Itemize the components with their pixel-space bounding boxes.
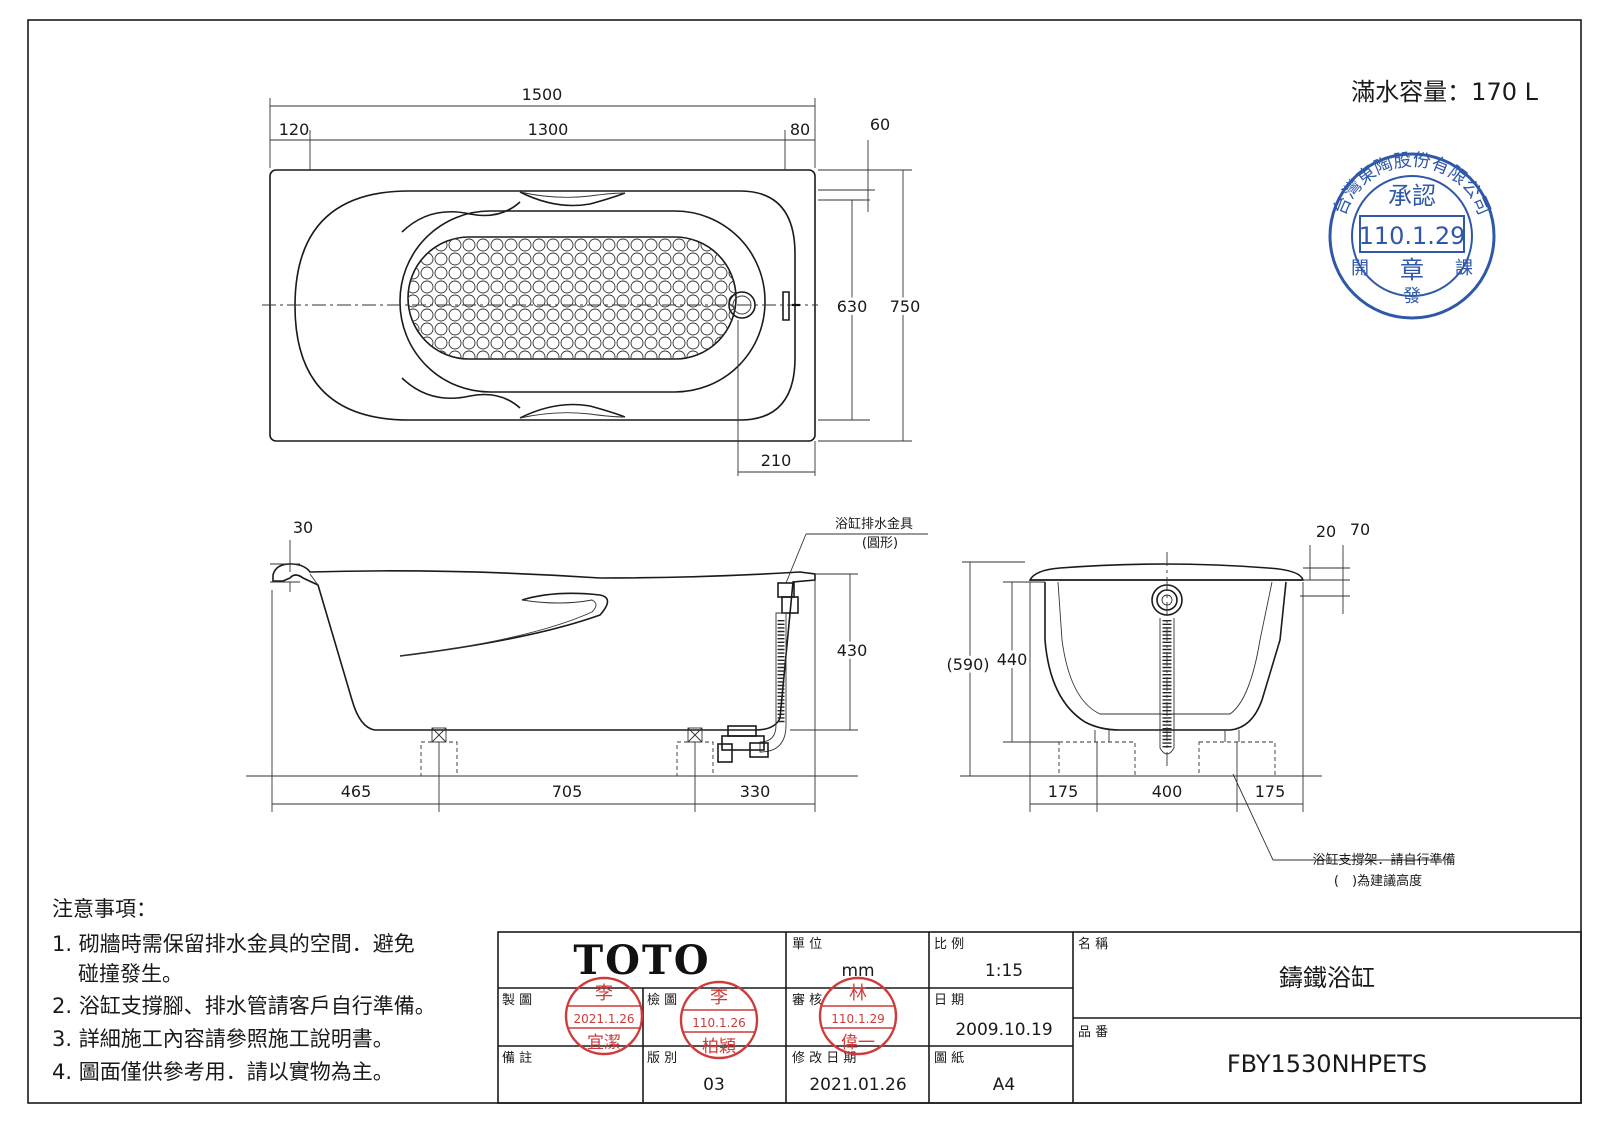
maker-stamp-name-top: 李 bbox=[595, 983, 613, 1004]
unit-value: mm bbox=[841, 961, 874, 981]
dim-end-right: 175 bbox=[1255, 782, 1286, 801]
note-item-1-cont: 碰撞發生。 bbox=[78, 962, 183, 986]
dim-total-height: (590) bbox=[946, 655, 989, 674]
stamp-center-char: 章 bbox=[1400, 256, 1424, 284]
dim-right-rim: 80 bbox=[790, 120, 810, 139]
name-value: 鑄鐵浴缸 bbox=[1279, 964, 1375, 992]
drain-fitting-sublabel: (圓形) bbox=[862, 536, 898, 551]
toto-logo: TOTO bbox=[573, 937, 710, 984]
paper-value: A4 bbox=[993, 1075, 1015, 1095]
dim-support-right: 330 bbox=[740, 782, 771, 801]
part-value: FBY1530NHPETS bbox=[1227, 1050, 1427, 1078]
title-block: TOTO 單 位 mm 比 例 1:15 名 稱 鑄鐵浴缸 製 圖 檢 圖 審 … bbox=[497, 931, 1582, 1104]
name-label: 名 稱 bbox=[1078, 936, 1108, 952]
revise-label: 修 改 日 期 bbox=[792, 1051, 856, 1066]
checker-stamp: 李 110.1.26 柏穎 bbox=[679, 980, 759, 1060]
dim-end-middle: 400 bbox=[1152, 782, 1183, 801]
dim-rim-thickness: 30 bbox=[293, 518, 313, 537]
dim-left-rim: 120 bbox=[279, 120, 310, 139]
check-label: 檢 圖 bbox=[647, 992, 677, 1008]
part-label: 品 番 bbox=[1078, 1025, 1108, 1040]
dim-support-middle: 705 bbox=[552, 782, 583, 801]
dim-inner-length: 1300 bbox=[528, 120, 569, 139]
support-note: 浴缸支撐架．請自行準備 bbox=[1312, 852, 1455, 868]
checker-stamp-name-bottom: 柏穎 bbox=[702, 1037, 736, 1057]
version-label: 版 別 bbox=[647, 1051, 677, 1066]
stamp-left-char: 開 bbox=[1351, 258, 1369, 279]
review-label: 審 核 bbox=[792, 993, 822, 1008]
reviewer-stamp-date: 110.1.29 bbox=[831, 1012, 884, 1026]
notes-block: 注意事項： 1. 砌牆時需保留排水金具的空間．避免 碰撞發生。 2. 浴缸支撐腳… bbox=[52, 897, 436, 1084]
maker-stamp-date: 2021.1.26 bbox=[573, 1012, 634, 1026]
dim-drain-offset: 60 bbox=[870, 115, 890, 134]
dim-drain-from-end: 210 bbox=[761, 451, 792, 470]
note-item-1: 1. 砌牆時需保留排水金具的空間．避免 bbox=[52, 932, 415, 956]
revise-value: 2021.01.26 bbox=[809, 1075, 906, 1095]
bracket-note: ( )為建議高度 bbox=[1334, 873, 1422, 889]
reviewer-stamp: 林 110.1.29 偉一 bbox=[818, 976, 898, 1056]
notes-title: 注意事項： bbox=[52, 897, 157, 921]
dim-overall-length: 1500 bbox=[522, 85, 563, 104]
maker-stamp-name-bottom: 宜潔 bbox=[587, 1033, 621, 1053]
date-value: 2009.10.19 bbox=[955, 1020, 1052, 1040]
top-view bbox=[262, 169, 818, 442]
dim-end-rim-a: 20 bbox=[1316, 522, 1336, 541]
scale-label: 比 例 bbox=[934, 937, 964, 952]
dim-end-left: 175 bbox=[1048, 782, 1079, 801]
end-view-dimensions: 20 70 (590) 440 175 400 175 浴缸支撐架．請自行準備 … bbox=[943, 520, 1455, 889]
stamp-date: 110.1.29 bbox=[1359, 222, 1466, 250]
reviewer-stamp-name-bottom: 偉一 bbox=[841, 1033, 875, 1053]
stamp-approve: 承認 bbox=[1388, 182, 1436, 210]
scale-value: 1:15 bbox=[985, 961, 1023, 981]
dim-inner-height: 440 bbox=[997, 650, 1028, 669]
side-view bbox=[246, 533, 928, 777]
unit-label: 單 位 bbox=[792, 937, 822, 952]
note-item-2: 2. 浴缸支撐腳、排水管請客戶自行準備。 bbox=[52, 994, 436, 1018]
dim-support-left: 465 bbox=[341, 782, 372, 801]
dim-end-rim-b: 70 bbox=[1350, 520, 1370, 539]
dim-overall-width: 750 bbox=[890, 297, 921, 316]
dim-depth: 430 bbox=[837, 641, 868, 660]
end-view bbox=[960, 552, 1444, 861]
top-view-dimensions: 1500 120 1300 80 60 630 750 210 bbox=[269, 85, 923, 476]
note-item-3: 3. 詳細施工內容請參照施工說明書。 bbox=[52, 1027, 394, 1051]
maker-stamp: 李 2021.1.26 宜潔 bbox=[564, 976, 644, 1056]
version-value: 03 bbox=[703, 1075, 725, 1095]
stamp-right-char: 課 bbox=[1455, 258, 1473, 279]
stamp-center2-char: 發 bbox=[1403, 286, 1421, 307]
side-view-dimensions: 30 430 465 705 330 浴缸排水金具 (圓形) bbox=[270, 516, 913, 812]
checker-stamp-date: 110.1.26 bbox=[692, 1016, 745, 1030]
date-label: 日 期 bbox=[934, 993, 964, 1008]
reviewer-stamp-name-top: 林 bbox=[849, 983, 867, 1004]
dim-inner-width: 630 bbox=[837, 297, 868, 316]
drain-fitting-label: 浴缸排水金具 bbox=[835, 516, 913, 532]
paper-label: 圖 紙 bbox=[934, 1051, 964, 1066]
made-label: 製 圖 bbox=[502, 993, 532, 1008]
note-item-4: 4. 圖面僅供參考用．請以實物為主。 bbox=[52, 1060, 394, 1084]
remark-label: 備 註 bbox=[502, 1050, 532, 1066]
capacity-label: 滿水容量：170 L bbox=[1351, 78, 1538, 106]
checker-stamp-name-top: 李 bbox=[710, 987, 728, 1008]
approval-stamp: 台灣東陶股份有限公司 承認 110.1.29 開 章 發 課 bbox=[1328, 150, 1496, 320]
